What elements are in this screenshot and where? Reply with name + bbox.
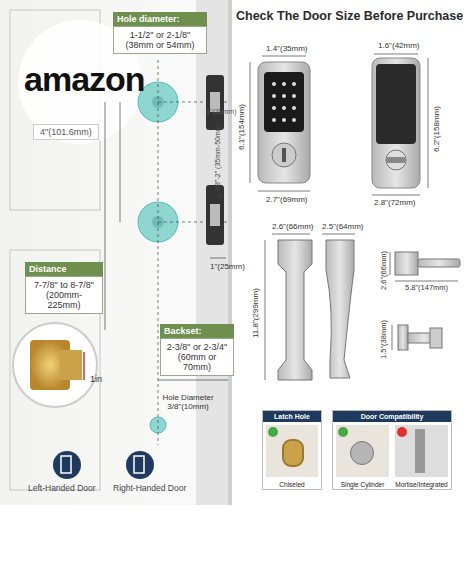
dimension-label: 11.8"(299mm)	[251, 288, 260, 338]
dimension-label: 2.7"(69mm)	[266, 195, 308, 204]
watermark: amazon	[24, 60, 145, 99]
box-heading: Hole diameter:	[113, 12, 207, 26]
dimension-box: Distance7-7/8" to 8-7/8" (200mm-225mm)	[25, 262, 103, 314]
dimension-label: Right-Handed Door	[113, 484, 186, 494]
dimension-label: 1.6"(42mm)	[378, 41, 420, 50]
latch-hole	[282, 439, 304, 467]
dimension-label: 2.6"(66mm)	[380, 251, 389, 290]
panel-caption: Mortise/Integrated	[392, 480, 451, 489]
box-body: 7-7/8" to 8-7/8" (200mm-225mm)	[25, 276, 103, 314]
check-mark	[338, 427, 348, 437]
panel-column: Mortise/Integrated	[392, 422, 451, 489]
dimension-label: 4"(101.6mm)	[33, 124, 99, 140]
door-photo	[395, 425, 448, 477]
dimension-label: 1"(25mm)	[210, 262, 245, 271]
panel-row: Single CylinderMortise/Integrated	[333, 422, 451, 489]
dimension-label: 2.6"(66mm)	[272, 222, 314, 231]
door-photo	[336, 425, 389, 477]
door-photo	[266, 425, 318, 477]
box-body: 2-3/8" or 2-3/4" (60mm or 70mm)	[160, 338, 234, 376]
dimension-label: 1in	[90, 374, 102, 384]
panel-column: Single Cylinder	[333, 422, 392, 489]
dimension-label: 6.2"(158mm)	[432, 106, 441, 152]
panel-heading: Door Compatibility	[333, 411, 451, 422]
dimension-box: Hole diameter:1-1/2" or 2-1/8" (38mm or …	[113, 12, 207, 54]
info-panel: Door CompatibilitySingle CylinderMortise…	[332, 410, 452, 490]
check-mark	[268, 427, 278, 437]
panel-caption: Chiseled	[263, 480, 321, 489]
dimension-label: Hole Diameter 3/8"(10mm)	[160, 393, 216, 411]
box-body: 1-1/2" or 2-1/8" (38mm or 54mm)	[113, 26, 207, 54]
mortise-plate	[415, 429, 425, 473]
panel-column: Chiseled	[263, 422, 321, 489]
box-heading: Distance	[25, 262, 103, 276]
check-mark	[397, 427, 407, 437]
dimension-label: 5.8"(147mm)	[405, 284, 448, 293]
info-panel: Latch HoleChiseled	[262, 410, 322, 490]
dimension-label: 6.1"(154mm)	[237, 104, 246, 150]
dimension-label: 2.8"(72mm)	[374, 198, 416, 207]
dimension-label: Left-Handed Door	[28, 484, 96, 494]
title: Check The Door Size Before Purchase	[236, 9, 463, 23]
box-heading: Backset:	[160, 324, 234, 338]
panel-row: Chiseled	[263, 422, 321, 489]
panel-heading: Latch Hole	[263, 411, 321, 422]
panel-caption: Single Cylinder	[333, 480, 392, 489]
dimension-label: 1.4"(35mm)	[266, 44, 308, 53]
dimension-label: 1"(25mm)	[206, 108, 237, 116]
dimension-label: 2.5"(64mm)	[322, 222, 364, 231]
dimension-box: Backset:2-3/8" or 2-3/4" (60mm or 70mm)	[160, 324, 234, 376]
dimension-label: 1.5"(38mm)	[380, 320, 389, 359]
dimension-label: 1-3/8"-2" (35mm-50mm)	[214, 123, 222, 198]
door-knob	[350, 441, 374, 465]
